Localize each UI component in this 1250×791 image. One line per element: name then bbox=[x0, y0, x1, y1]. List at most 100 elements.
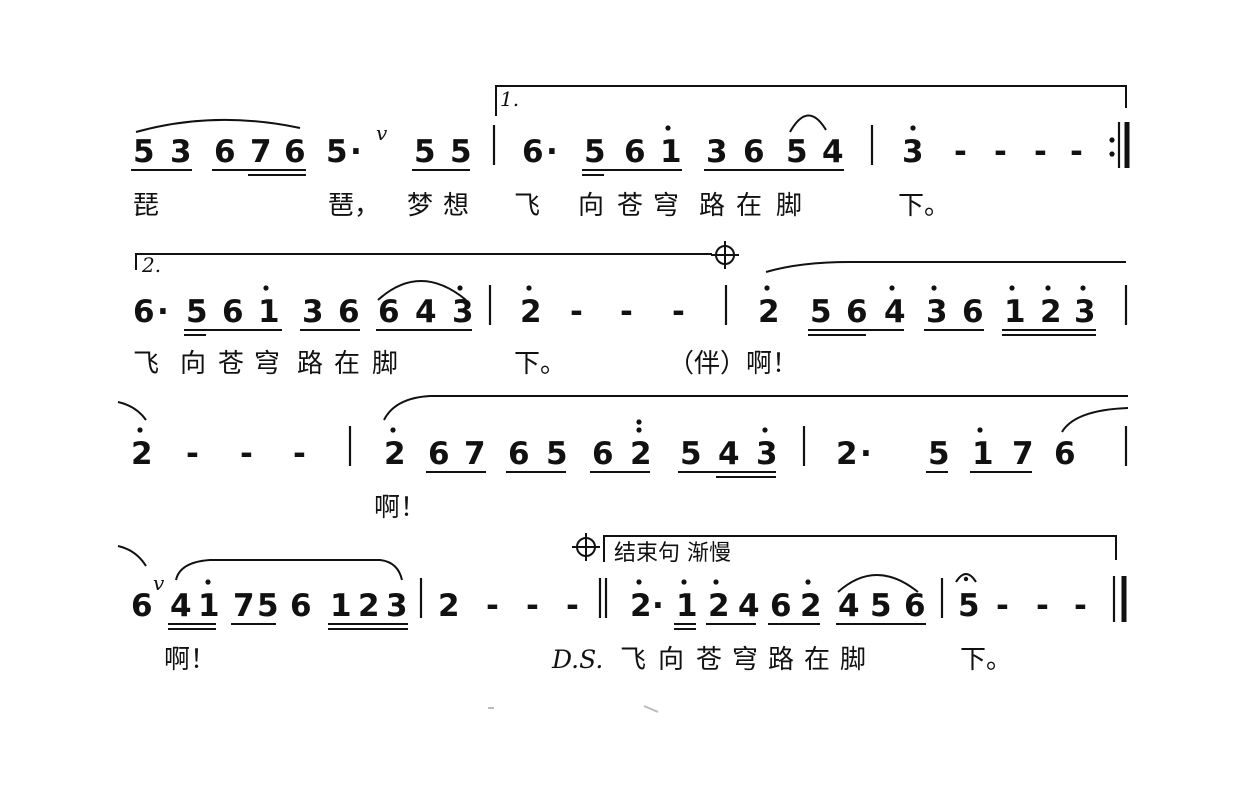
note: 6 bbox=[846, 294, 868, 330]
note: 6 bbox=[378, 294, 400, 330]
dot-extension: · bbox=[350, 134, 362, 170]
lyric: 向 bbox=[658, 645, 684, 675]
note: 6 bbox=[770, 588, 792, 624]
note: 6 bbox=[508, 436, 530, 472]
lyric: 飞 bbox=[514, 191, 540, 221]
fermata bbox=[955, 573, 977, 583]
lyric: 苍 bbox=[696, 645, 722, 675]
dash: - bbox=[566, 588, 579, 624]
note: 6 bbox=[962, 294, 984, 330]
dash: - bbox=[570, 294, 583, 330]
note: 3 bbox=[170, 134, 192, 170]
lyric: 梦 bbox=[407, 191, 433, 221]
note: 5 bbox=[810, 294, 832, 330]
note: 3 bbox=[756, 436, 778, 472]
note: 2 bbox=[131, 436, 153, 472]
note: 6 bbox=[1054, 436, 1076, 472]
note: 6 bbox=[290, 588, 312, 624]
note: 5 bbox=[414, 134, 436, 170]
volta-1-bracket bbox=[495, 85, 1127, 116]
note: 5 bbox=[584, 134, 606, 170]
note: 5 bbox=[680, 436, 702, 472]
note: 6 bbox=[624, 134, 646, 170]
staff-line-4: 结束句 渐慢 v 6 4 1 7 5 6 1 2 3 2 - - - 2 · 1… bbox=[117, 533, 1127, 675]
note: 4 bbox=[718, 436, 740, 472]
note: 5 bbox=[186, 294, 208, 330]
dash: - bbox=[954, 134, 967, 170]
note: 1 bbox=[676, 588, 698, 624]
slur bbox=[1061, 407, 1129, 433]
dash: - bbox=[1036, 588, 1049, 624]
note: 7 bbox=[464, 436, 486, 472]
ending-label: 结束句 渐慢 bbox=[614, 541, 731, 566]
volta-2-label: 2. bbox=[141, 253, 161, 277]
dot-extension: · bbox=[652, 588, 664, 624]
note: 5 bbox=[958, 588, 980, 624]
note: 1 bbox=[972, 436, 994, 472]
note: 5 bbox=[870, 588, 892, 624]
slur bbox=[135, 118, 301, 133]
note: 5 bbox=[257, 588, 279, 624]
note: 1 bbox=[1004, 294, 1026, 330]
slur bbox=[837, 574, 919, 593]
note: 3 bbox=[386, 588, 408, 624]
note: 6 bbox=[214, 134, 236, 170]
note: 6 bbox=[904, 588, 926, 624]
note: 3 bbox=[902, 134, 924, 170]
note: 5 bbox=[450, 134, 472, 170]
note: 4 bbox=[415, 294, 437, 330]
scan-artefacts bbox=[488, 705, 659, 713]
note: 5 bbox=[326, 134, 348, 170]
note: 7 bbox=[250, 134, 272, 170]
ds-mark: D.S. bbox=[551, 645, 603, 674]
dash: - bbox=[1034, 134, 1047, 170]
lyric: 琵 bbox=[133, 191, 159, 221]
dash: - bbox=[1074, 588, 1087, 624]
slur bbox=[383, 395, 1128, 421]
dash: - bbox=[526, 588, 539, 624]
dash: - bbox=[620, 294, 633, 330]
lyric: 向 bbox=[180, 349, 206, 379]
note: 1 bbox=[198, 588, 220, 624]
lyric: 脚 bbox=[840, 645, 866, 675]
note: 6 bbox=[131, 588, 153, 624]
slur bbox=[377, 280, 467, 301]
note: 4 bbox=[838, 588, 860, 624]
dot-extension: · bbox=[860, 436, 872, 472]
lyric: 琶， bbox=[328, 191, 380, 221]
note: 1 bbox=[258, 294, 280, 330]
lyric: 下。 bbox=[898, 191, 950, 221]
note: 3 bbox=[1074, 294, 1096, 330]
note: 6 bbox=[222, 294, 244, 330]
note: 4 bbox=[822, 134, 844, 170]
volta-1-label: 1. bbox=[500, 87, 519, 111]
dash: - bbox=[186, 436, 199, 472]
note: 2 bbox=[630, 436, 652, 472]
dash: - bbox=[994, 134, 1007, 170]
note: 4 bbox=[170, 588, 192, 624]
lyric: 下。 bbox=[960, 645, 1012, 675]
slur bbox=[765, 261, 1126, 273]
lyric: 在 bbox=[804, 645, 830, 675]
lyric: 向 bbox=[578, 191, 604, 221]
breath-mark: v bbox=[376, 121, 388, 145]
note: 3 bbox=[926, 294, 948, 330]
lyric: 穹 bbox=[732, 645, 758, 675]
tie-continuation bbox=[117, 401, 147, 421]
lyric: 穹 bbox=[254, 349, 280, 379]
lyric: 穹 bbox=[653, 191, 679, 221]
volta-2-bracket bbox=[135, 253, 712, 270]
lyric: 路 bbox=[699, 191, 725, 221]
breath-mark: v bbox=[153, 571, 165, 595]
note: 6 bbox=[338, 294, 360, 330]
note: 3 bbox=[302, 294, 324, 330]
note: 2 bbox=[836, 436, 858, 472]
lyric: 飞 bbox=[133, 349, 159, 379]
lyric: 苍 bbox=[617, 191, 643, 221]
note: 5 bbox=[133, 134, 155, 170]
note: 6 bbox=[592, 436, 614, 472]
note: 1 bbox=[660, 134, 682, 170]
lyric: 路 bbox=[297, 349, 323, 379]
dash: - bbox=[240, 436, 253, 472]
note: 2 bbox=[384, 436, 406, 472]
